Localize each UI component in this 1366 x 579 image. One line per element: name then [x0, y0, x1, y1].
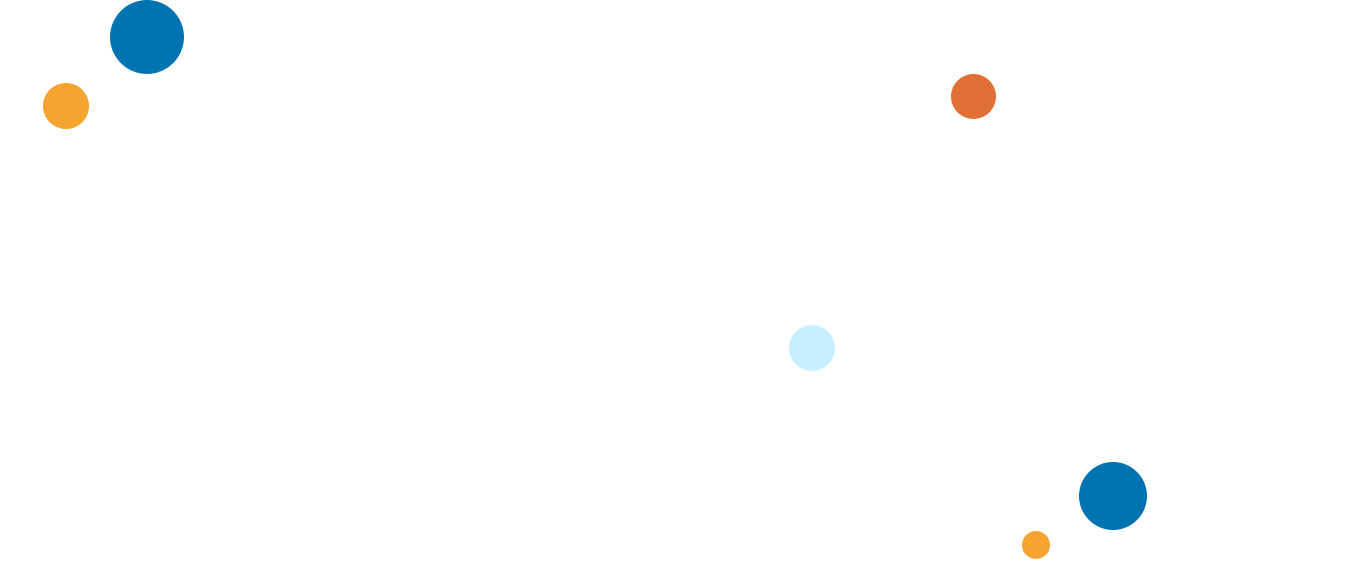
blue-circle-decoration — [1079, 462, 1147, 530]
orange-circle-decoration — [1022, 531, 1050, 559]
burnt-orange-circle-decoration — [951, 74, 996, 119]
blue-circle-decoration — [110, 0, 184, 74]
orange-circle-decoration — [43, 83, 89, 129]
light-blue-circle-decoration — [789, 325, 835, 371]
